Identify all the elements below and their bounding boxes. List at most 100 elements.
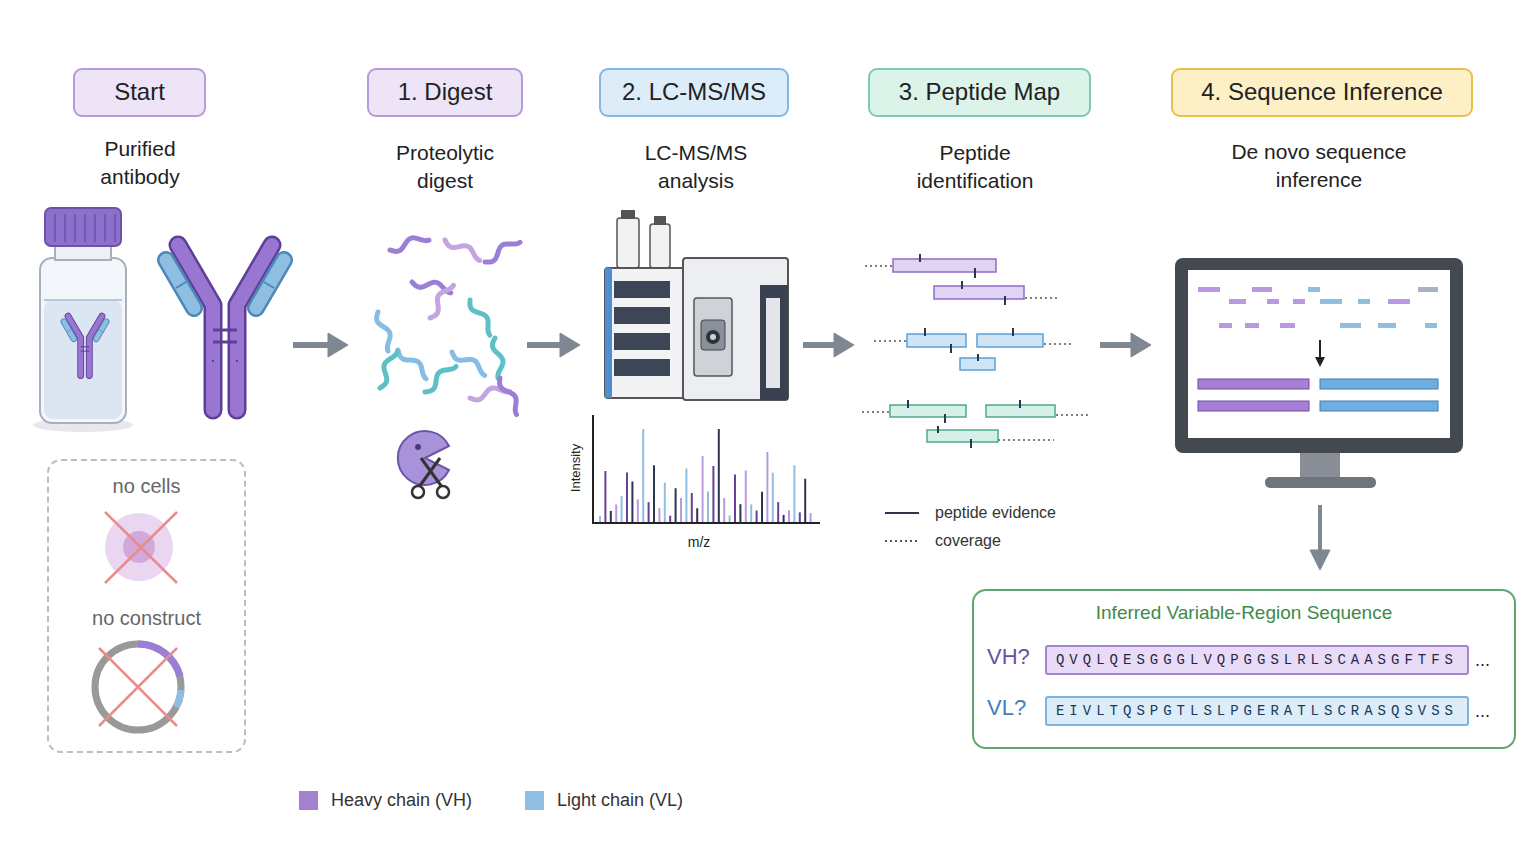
mass-spectrum xyxy=(642,429,644,522)
peptide-fragments xyxy=(380,352,397,388)
computer-monitor xyxy=(1198,287,1220,292)
mass-spectrum xyxy=(799,512,801,522)
step-label: 3. Peptide Map xyxy=(899,78,1060,107)
mass-spectrum xyxy=(604,471,606,522)
peptide-map xyxy=(907,400,909,408)
peptide-map xyxy=(924,328,926,336)
mass-spectrum xyxy=(756,511,758,522)
lc-ms-instrument xyxy=(710,334,716,340)
peptide-fragments xyxy=(445,240,480,260)
lc-ms-instrument xyxy=(766,298,780,388)
flow-arrow xyxy=(293,333,1330,570)
lc-ms-instrument xyxy=(650,224,670,268)
flow-arrow xyxy=(1100,342,1133,348)
mass-spectrum xyxy=(664,483,666,522)
mass-spectrum xyxy=(739,504,741,522)
step-label: Start xyxy=(114,78,165,107)
flow-arrow xyxy=(1131,333,1151,357)
legend-text: coverage xyxy=(935,530,1001,552)
computer-monitor xyxy=(1198,379,1309,389)
constraint-box: no cellsno construct xyxy=(47,459,246,753)
lc-ms-instrument xyxy=(706,330,720,344)
step-pill: 4. Sequence Inference xyxy=(1171,68,1473,117)
mass-spectrum xyxy=(761,492,763,522)
peptide-fragments xyxy=(377,238,520,415)
flow-arrow xyxy=(293,342,330,348)
mass-spectrum xyxy=(783,515,785,522)
peptide-map xyxy=(944,414,946,423)
antibody-figure xyxy=(166,245,284,410)
mass-spectrum xyxy=(685,468,687,522)
mass-spectrum xyxy=(648,502,650,522)
flow-arrow xyxy=(328,333,348,357)
flow-arrow xyxy=(527,342,562,348)
mass-spectrum xyxy=(723,498,725,522)
legend-text: Heavy chain (VH) xyxy=(331,789,472,811)
computer-monitor xyxy=(1175,258,1463,453)
mass-spectrum xyxy=(804,479,806,522)
protease-icon xyxy=(398,431,449,485)
mass-spectrum xyxy=(610,511,612,522)
lc-ms-instrument xyxy=(605,268,685,398)
peptide-map xyxy=(1044,343,1074,345)
peptide-map xyxy=(919,254,921,262)
flow-arrow xyxy=(560,333,580,357)
peptide-fragments xyxy=(485,242,520,262)
sequence-text: EIVLTQSPGTLSLPGERATLSCRASQSVSS xyxy=(1056,703,1458,720)
computer-monitor xyxy=(1280,323,1295,328)
peptide-map xyxy=(977,354,979,361)
peptide-fragments xyxy=(452,352,485,375)
box-text: Inferred Variable-Region Sequence xyxy=(974,602,1514,624)
peptide-map xyxy=(934,286,1024,299)
result-panel: Inferred Variable-Region SequenceQVQLQES… xyxy=(972,589,1516,749)
mass-spectrum xyxy=(696,508,698,522)
mass-spectrum xyxy=(729,515,731,522)
no-construct-icon xyxy=(99,648,177,726)
antibody-vial xyxy=(33,208,133,432)
mass-spectrum xyxy=(772,473,774,522)
mass-spectrum xyxy=(675,488,677,522)
computer-monitor xyxy=(1265,477,1376,488)
no-construct-icon xyxy=(138,644,180,676)
protease-icon xyxy=(415,444,421,450)
mass-spectrum xyxy=(712,466,714,522)
protease-icon xyxy=(421,458,442,487)
legend-text: Light chain (VL) xyxy=(557,789,683,811)
peptide-map xyxy=(862,411,889,413)
peptide-fragments xyxy=(390,238,429,252)
peptide-map xyxy=(961,281,963,289)
peptide-fragments xyxy=(500,378,517,415)
axis-label: m/z xyxy=(669,528,729,556)
lc-ms-instrument xyxy=(614,307,670,324)
mass-spectrum xyxy=(766,452,768,522)
legend-sample-stroke xyxy=(885,512,919,514)
computer-monitor xyxy=(1315,357,1325,367)
box-text: no construct xyxy=(49,607,244,630)
mass-spectrum xyxy=(615,504,617,522)
peptide-fragments xyxy=(425,367,456,392)
mass-spectrum xyxy=(691,493,693,522)
peptide-map xyxy=(865,265,892,267)
computer-monitor xyxy=(1229,299,1246,304)
flow-arrow xyxy=(834,333,854,357)
mass-spectrum xyxy=(631,481,633,522)
mass-spectrum xyxy=(745,470,747,522)
peptide-fragments xyxy=(470,300,490,335)
computer-monitor xyxy=(1293,299,1305,304)
chain-label: VL? xyxy=(987,694,1026,722)
computer-monitor xyxy=(1175,258,1463,488)
axis-label: Intensity xyxy=(568,444,584,492)
computer-monitor xyxy=(1308,287,1320,292)
mass-spectrum xyxy=(777,502,779,522)
mass-spectrum xyxy=(637,499,639,522)
chain-label: VH? xyxy=(987,643,1030,671)
mass-spectrum xyxy=(810,513,812,522)
no-cells-icon xyxy=(105,512,177,583)
legend-swatch xyxy=(299,791,318,810)
peptide-map xyxy=(970,439,972,448)
flow-arrow xyxy=(803,342,836,348)
antibody-vial xyxy=(40,258,126,423)
computer-monitor xyxy=(1300,450,1340,480)
peptide-map xyxy=(1012,328,1014,336)
